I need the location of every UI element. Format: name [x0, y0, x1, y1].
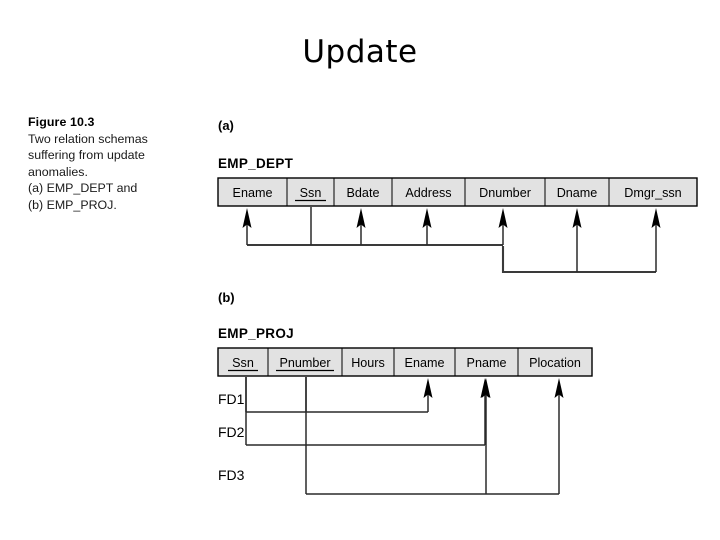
fd-spine-2a [501, 246, 656, 274]
arrow-up-icon-hours [423, 378, 433, 398]
section-label-a: (a) [218, 118, 234, 133]
figure-caption-line-3: anomalies. [28, 164, 88, 179]
section-emp-dept: (a) EMP_DEPT Ename Ssn Bdate Address Dnu… [217, 118, 698, 274]
attribute-cell-pnumber[interactable] [267, 347, 343, 377]
fd-label-fd1: FD1 [218, 391, 245, 407]
figure-caption-line-5: (b) EMP_PROJ. [28, 197, 117, 212]
arrow-up-icon-dname [572, 208, 582, 228]
attribute-cell-dmgr-ssn[interactable] [608, 177, 698, 207]
attribute-label-ename: Ename [233, 186, 273, 200]
fd-group-fd1: FD1 [218, 377, 433, 413]
fd-group-emp-dept-2 [501, 208, 661, 274]
attribute-label-plocation: Plocation [529, 356, 581, 370]
arrow-up-icon-pname [481, 378, 491, 398]
arrow-up-icon-address [422, 208, 432, 228]
attribute-label-dname: Dname [557, 186, 598, 200]
attribute-label-pnumber: Pnumber [279, 356, 330, 370]
fd-group-fd3: FD3 [218, 377, 564, 495]
fd-group-fd2: FD2 [218, 377, 490, 446]
attribute-label-address: Address [405, 186, 451, 200]
attribute-label-proj-ssn: Ssn [232, 356, 254, 370]
relation-table-border-emp-dept [217, 177, 698, 207]
figure-caption-line-4: (a) EMP_DEPT and [28, 181, 138, 196]
section-label-b: (b) [218, 290, 235, 305]
figure-caption-line-1: Two relation schemas [28, 131, 148, 146]
arrow-up-icon-bdate [356, 208, 366, 228]
attribute-row-emp-proj: Ssn Pnumber Hours Ename Pname Plocation [217, 347, 593, 377]
attribute-row-emp-dept: Ename Ssn Bdate Address Dnumber Dname Dm… [217, 177, 698, 207]
relation-table-border-emp-proj [217, 347, 593, 377]
relation-name-emp-proj: EMP_PROJ [218, 326, 294, 341]
attribute-cell-pname[interactable] [454, 347, 519, 377]
arrow-up-icon-plocation [554, 378, 564, 398]
attribute-cell-proj-ename[interactable] [393, 347, 456, 377]
arrow-up-icon-dnumber [498, 208, 508, 228]
arrow-up-icon-ename [242, 208, 252, 228]
arrow-up-icon-dmgr-ssn [651, 208, 661, 228]
attribute-label-dmgr-ssn: Dmgr_ssn [624, 186, 681, 200]
attribute-label-dnumber: Dnumber [479, 186, 531, 200]
attribute-label-hours: Hours [351, 356, 385, 370]
figure-caption: Figure 10.3 Two relation schemas sufferi… [28, 114, 188, 214]
attribute-cell-dname[interactable] [544, 177, 610, 207]
attribute-label-ssn: Ssn [300, 186, 322, 200]
fd-group-emp-dept-1 [242, 207, 508, 247]
figure-caption-number: Figure 10.3 [28, 115, 95, 129]
attribute-label-proj-ename: Ename [405, 356, 445, 370]
fd-label-fd2: FD2 [218, 424, 245, 440]
figure-caption-line-2: suffering from update [28, 148, 145, 163]
attribute-label-pname: Pname [467, 356, 507, 370]
attribute-label-bdate: Bdate [347, 186, 380, 200]
page-title: Update [302, 34, 418, 70]
section-emp-proj: (b) EMP_PROJ Ssn Pnumber Hours Ename Pna… [217, 290, 593, 495]
relation-name-emp-dept: EMP_DEPT [218, 156, 294, 171]
fd-label-fd3: FD3 [218, 467, 245, 483]
